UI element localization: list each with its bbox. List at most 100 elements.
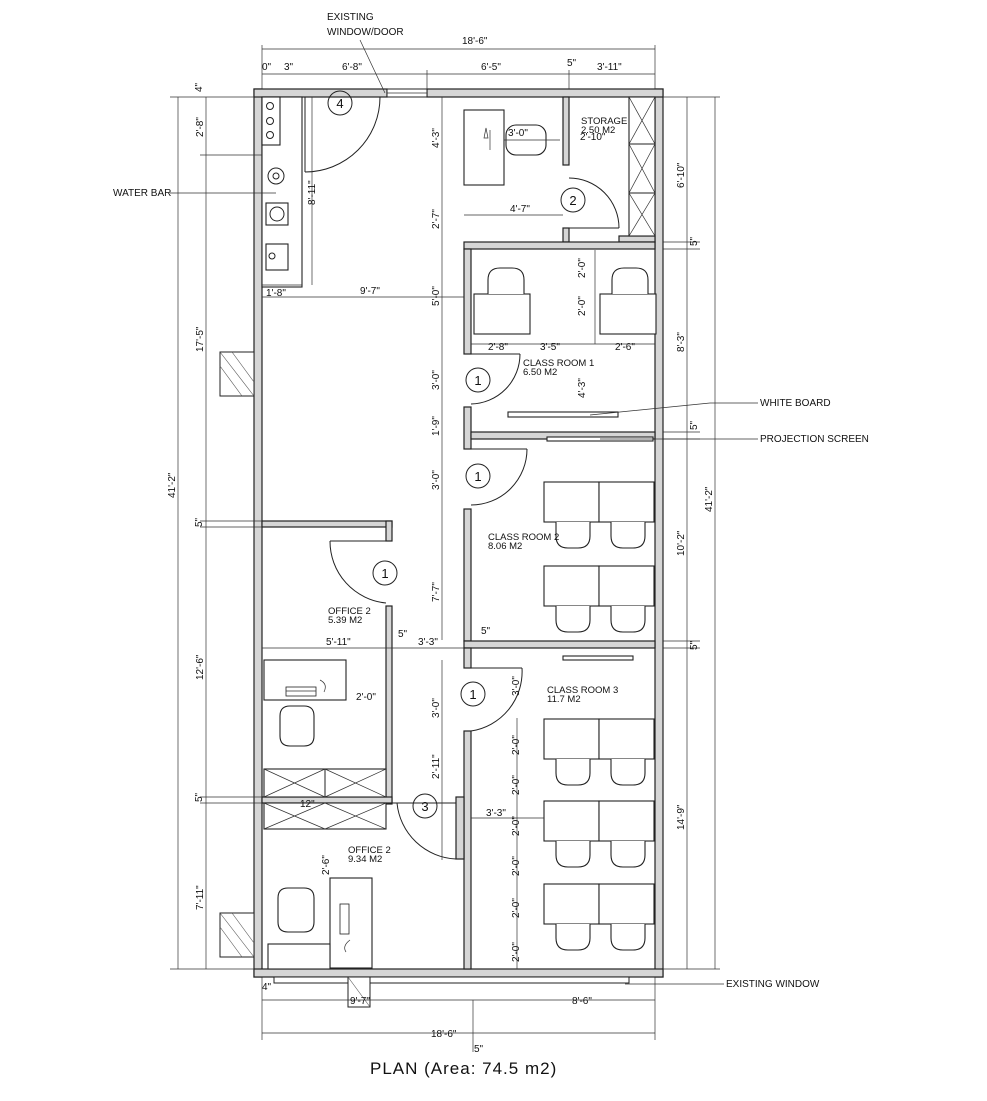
dim-4-3b: 4'-3" bbox=[577, 378, 588, 398]
dim-left-5a: 5" bbox=[194, 517, 205, 527]
dim-4-7: 4'-7" bbox=[510, 204, 530, 215]
dim-3-3: 3'-3" bbox=[418, 637, 438, 648]
dim-bot-8-6: 8'-6" bbox=[572, 996, 592, 1007]
office-upper-furniture bbox=[263, 659, 387, 798]
dim-right-5a: 5" bbox=[689, 236, 700, 246]
dim-c3e: 2'-0" bbox=[511, 898, 522, 918]
dim-5-0: 5'-0" bbox=[431, 286, 442, 306]
dim-2-0b: 2'-0" bbox=[577, 296, 588, 316]
classroom3-furniture bbox=[543, 718, 655, 951]
dim-right-14-9: 14'-9" bbox=[676, 804, 687, 830]
dim-bot-5: 5" bbox=[474, 1044, 484, 1055]
office-lower-furniture bbox=[263, 802, 387, 970]
interior-walls bbox=[261, 96, 656, 970]
office-a-area: 5.39 M2 bbox=[328, 615, 362, 626]
dim-c3f: 2'-0" bbox=[511, 942, 522, 962]
dim-c3d: 2'-0" bbox=[511, 856, 522, 876]
note-projection-screen: PROJECTION SCREEN bbox=[760, 434, 869, 445]
office-a-name: OFFICE 2 bbox=[328, 606, 371, 617]
dim-2-6: 2'-6" bbox=[615, 342, 635, 353]
dim-2-0c: 2'-0" bbox=[356, 692, 376, 703]
dim-c3b: 2'-0" bbox=[511, 775, 522, 795]
classroom1-furniture bbox=[473, 267, 657, 442]
reception-desk bbox=[463, 109, 547, 186]
storage-shelving bbox=[628, 96, 656, 237]
note-water-bar: WATER BAR bbox=[113, 188, 171, 199]
dim-5-11: 5'-11" bbox=[326, 637, 351, 648]
dimension-labels: 18'-6" 0" 3" 6'-8" 6'-5" 5" 3'-11" 9'-7"… bbox=[167, 36, 715, 1055]
dim-c3c: 2'-0" bbox=[511, 816, 522, 836]
dim-top-a: 0" bbox=[262, 62, 272, 73]
dim-left-12-6: 12'-6" bbox=[195, 654, 206, 680]
dim-right-41-2: 41'-2" bbox=[704, 486, 715, 512]
class2-area: 8.06 M2 bbox=[488, 541, 522, 552]
dim-2-8: 2'-8" bbox=[488, 342, 508, 353]
class1-area: 6.50 M2 bbox=[523, 367, 557, 378]
dim-left-5b: 5" bbox=[194, 792, 205, 802]
plan-caption: PLAN (Area: 74.5 m2) bbox=[370, 1059, 557, 1078]
dim-bot-9-7: 9'-7" bbox=[350, 996, 370, 1007]
note-existing-window-door-2: WINDOW/DOOR bbox=[327, 27, 404, 38]
dim-c3a: 2'-0" bbox=[511, 735, 522, 755]
note-existing-window-door-1: EXISTING bbox=[327, 12, 374, 23]
dim-8-11: 8'-11" bbox=[307, 180, 318, 205]
room-labels: STORAGE 2.50 M2 CLASS ROOM 1 6.50 M2 CLA… bbox=[328, 116, 627, 865]
water-bar-counter bbox=[261, 96, 303, 288]
door-tag-1c: 1 bbox=[381, 566, 388, 581]
storage-name: STORAGE bbox=[581, 116, 627, 127]
dim-left-2-8: 2'-8" bbox=[195, 117, 206, 137]
dim-2-10: 2'-10" bbox=[580, 132, 606, 143]
dim-left-7-11: 7'-11" bbox=[195, 885, 206, 910]
dim-top-b: 3" bbox=[284, 62, 294, 73]
dim-bot-4: 4" bbox=[262, 982, 272, 993]
dim-top-d: 6'-5" bbox=[481, 62, 501, 73]
dim-right-6-10: 6'-10" bbox=[676, 162, 687, 188]
dim-bot-total: 18'-6" bbox=[431, 1029, 457, 1040]
window-openings bbox=[219, 88, 630, 1008]
dim-3-0d: 3'-0" bbox=[511, 676, 522, 696]
dim-12: 12" bbox=[300, 799, 315, 810]
dim-3-0a: 3'-0" bbox=[431, 370, 442, 390]
dim-9-7: 9'-7" bbox=[360, 286, 380, 297]
door-tag-3: 3 bbox=[421, 799, 428, 814]
note-white-board: WHITE BOARD bbox=[760, 398, 831, 409]
dim-right-5c: 5" bbox=[689, 640, 700, 650]
dim-2-11: 2'-11" bbox=[431, 754, 442, 779]
dim-5a: 5" bbox=[398, 629, 408, 640]
door-tag-2: 2 bbox=[569, 193, 576, 208]
door-tag-1d: 1 bbox=[469, 687, 476, 702]
dim-right-8-3: 8'-3" bbox=[676, 332, 687, 352]
dim-top-f: 3'-11" bbox=[597, 62, 622, 73]
dim-right-10-2: 10'-2" bbox=[676, 530, 687, 556]
dim-3-0b: 3'-0" bbox=[431, 470, 442, 490]
dim-1-9: 1'-9" bbox=[431, 416, 442, 436]
dim-3-0-desk: 3'-0" bbox=[508, 128, 528, 139]
class2-name: CLASS ROOM 2 bbox=[488, 532, 559, 543]
dim-3-5: 3'-5" bbox=[540, 342, 560, 353]
class3-area: 11.7 M2 bbox=[547, 694, 581, 705]
door-tags: 4 2 1 1 1 1 3 bbox=[327, 90, 586, 819]
dim-2-6b: 2'-6" bbox=[321, 855, 332, 875]
door-tag-4: 4 bbox=[336, 96, 343, 111]
dim-left-4: 4" bbox=[194, 82, 205, 92]
dim-4-3: 4'-3" bbox=[431, 128, 442, 148]
dim-right-5b: 5" bbox=[689, 420, 700, 430]
door-swings bbox=[304, 96, 620, 860]
classroom2-furniture bbox=[543, 481, 655, 661]
note-existing-window: EXISTING WINDOW bbox=[726, 979, 820, 990]
dim-top-e: 5" bbox=[567, 58, 577, 69]
class1-name: CLASS ROOM 1 bbox=[523, 358, 594, 369]
dim-top-c: 6'-8" bbox=[342, 62, 362, 73]
door-tag-1a: 1 bbox=[474, 373, 481, 388]
dim-2-7: 2'-7" bbox=[431, 209, 442, 229]
dim-3-3b: 3'-3" bbox=[486, 808, 506, 819]
dim-7-7: 7'-7" bbox=[431, 582, 442, 602]
dimension-lines bbox=[170, 45, 720, 1052]
office-b-area: 9.34 M2 bbox=[348, 854, 382, 865]
dim-top-total: 18'-6" bbox=[462, 36, 488, 47]
dim-5b: 5" bbox=[481, 626, 491, 637]
storage-area: 2.50 M2 bbox=[581, 125, 615, 136]
door-tag-1b: 1 bbox=[474, 469, 481, 484]
class3-name: CLASS ROOM 3 bbox=[547, 685, 618, 696]
